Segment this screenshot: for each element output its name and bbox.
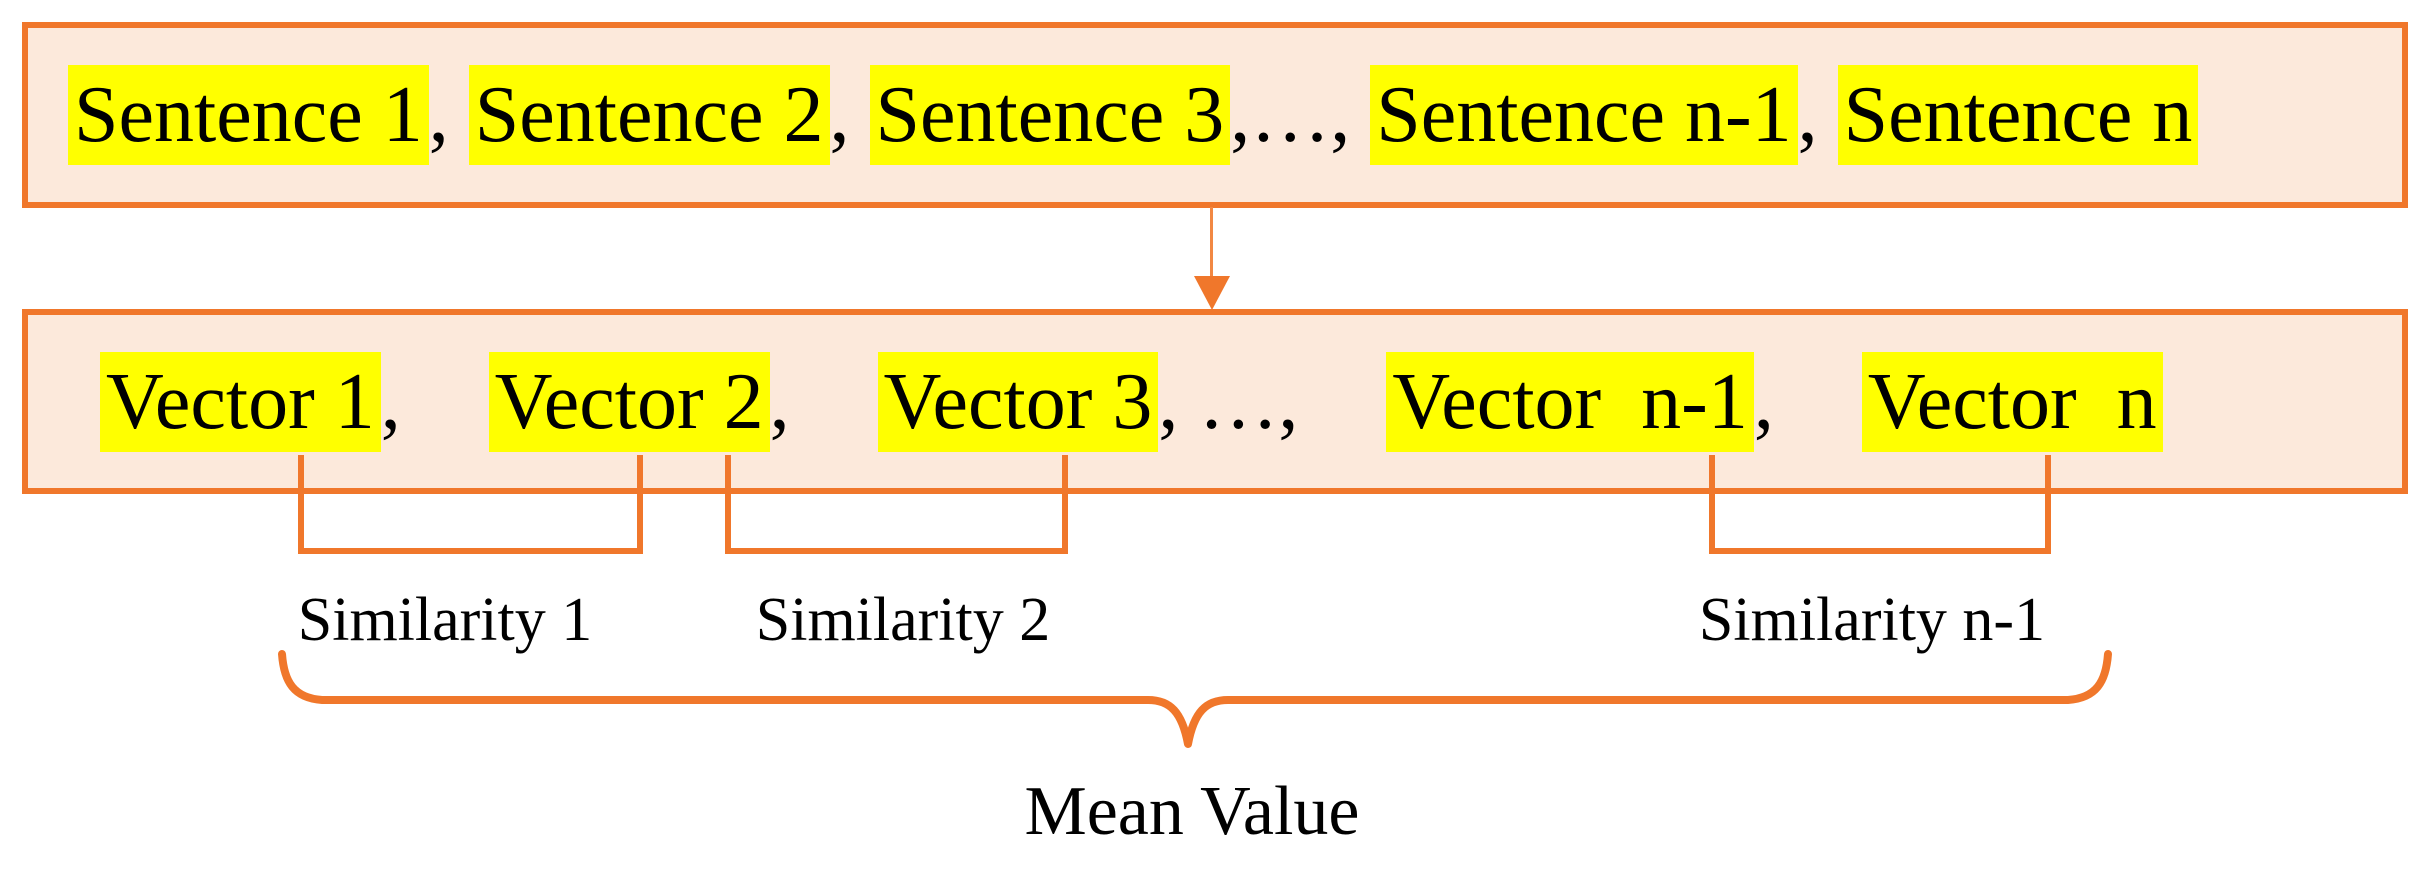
similarity-bracket-1 <box>298 455 643 554</box>
highlighted-sentence-1: Sentence 1 <box>68 65 429 165</box>
down-arrow-head-icon <box>1194 276 1230 310</box>
separator: , <box>1753 357 1794 446</box>
similarity-label-2: Similarity 2 <box>755 586 1051 654</box>
highlighted-vector-3: Vector 3 <box>877 351 1159 452</box>
separator: , <box>428 71 469 159</box>
ellipsis-separator: , …, <box>1158 357 1319 446</box>
ellipsis-separator: ,…, <box>1230 71 1371 159</box>
down-arrow-line <box>1210 207 1213 279</box>
similarity-bracket-n1 <box>1709 455 2051 554</box>
sentence-box: Sentence 1, Sentence 2, Sentence 3,…, Se… <box>22 22 2408 208</box>
separator: , <box>380 357 421 446</box>
separator: , <box>829 71 870 159</box>
highlighted-sentence-n: Sentence n <box>1837 65 2199 165</box>
sentence-box-text: Sentence 1, Sentence 2, Sentence 3,…, Se… <box>68 65 2199 165</box>
similarity-label-n1: Similarity n-1 <box>1698 586 2046 654</box>
similarity-label-1: Similarity 1 <box>297 586 593 654</box>
highlighted-sentence-3: Sentence 3 <box>869 65 1231 165</box>
highlighted-sentence-2: Sentence 2 <box>468 65 830 165</box>
highlighted-vector-n1: Vector n-1 <box>1386 351 1754 452</box>
separator: , <box>769 357 810 446</box>
highlighted-sentence-n1: Sentence n-1 <box>1370 65 1798 165</box>
mean-brace-icon <box>278 650 2112 748</box>
separator: , <box>1797 71 1838 159</box>
vector-box: Vector 1, Vector 2, Vector 3, …, Vector … <box>22 309 2408 494</box>
highlighted-vector-1: Vector 1 <box>100 351 381 452</box>
highlighted-vector-n: Vector n <box>1861 351 2163 452</box>
highlighted-vector-2: Vector 2 <box>488 351 770 452</box>
similarity-bracket-2 <box>725 455 1068 554</box>
vector-box-text: Vector 1, Vector 2, Vector 3, …, Vector … <box>100 351 2163 452</box>
mean-value-label: Mean Value <box>1024 773 1360 850</box>
